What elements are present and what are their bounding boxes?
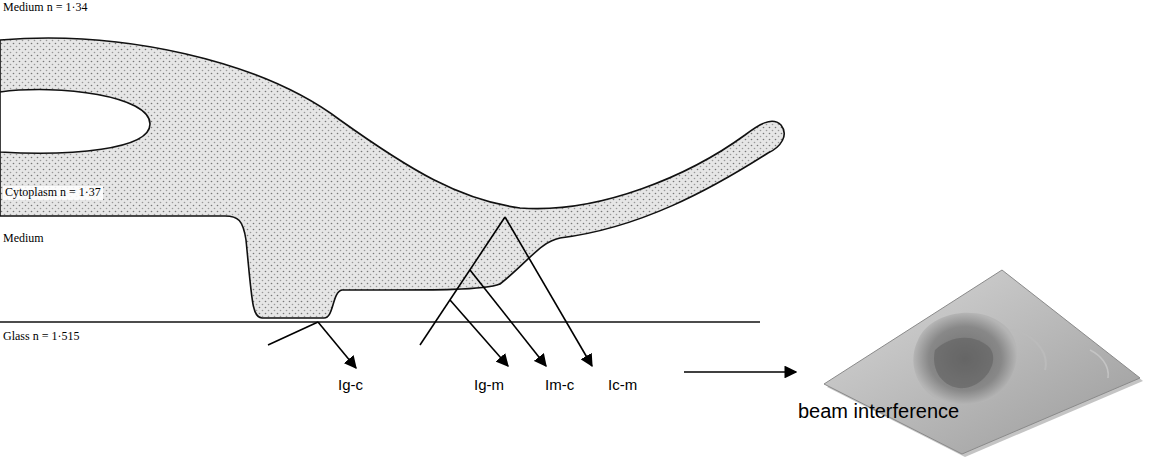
intensity-label: Ig-c [338,376,363,393]
cell-body [0,38,784,318]
intensity-label: Im-c [545,376,574,393]
cell-vacuole [0,90,150,154]
intensity-label: Ic-m [608,376,637,393]
medium-label: Medium n = 1·34 [3,1,87,15]
reflected-ray [450,300,508,366]
light-rays [268,217,796,372]
glass-label: Glass n = 1·515 [3,330,79,344]
irm-image [824,270,1143,457]
glass-surface [0,321,760,323]
reflected-ray [505,217,592,366]
cytoplasm-label: Cytoplasm n = 1·37 [3,186,103,200]
incident-ray [268,322,318,345]
caption-label: beam interference [798,400,959,423]
medium-label: Medium [3,232,44,246]
reflected-ray [318,322,356,368]
reflected-ray [470,270,546,366]
intensity-label: Ig-m [474,376,504,393]
incident-ray [420,217,505,345]
result-arrow [684,371,796,373]
